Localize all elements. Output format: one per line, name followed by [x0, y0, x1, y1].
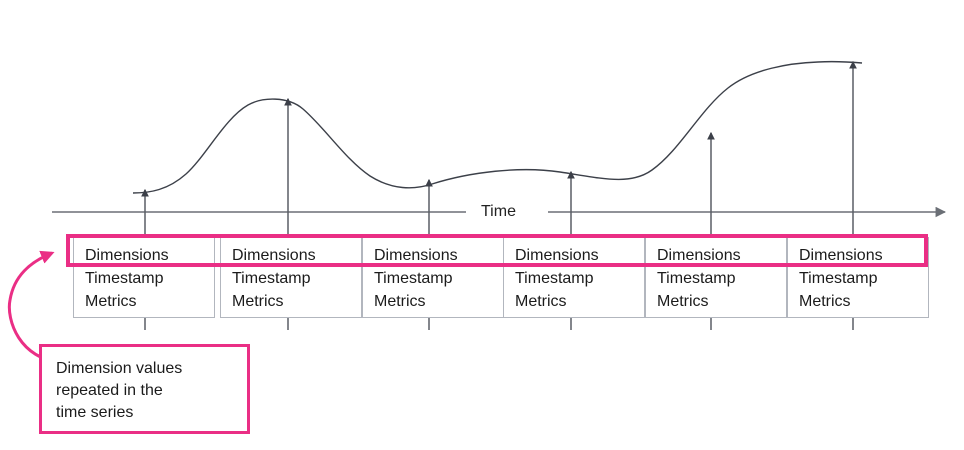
data-point-dimensions-label: Dimensions [232, 247, 316, 264]
data-point-metrics-label: Metrics [85, 293, 137, 310]
data-point-dimensions-label: Dimensions [515, 247, 599, 264]
callout-text: Dimension values repeated in the time se… [56, 360, 183, 421]
data-point-box[interactable]: Dimensions Timestamp Metrics [73, 237, 215, 318]
data-point-metrics-label: Metrics [515, 293, 567, 310]
time-series-curve [132, 60, 863, 194]
data-point-timestamp-label: Timestamp [799, 270, 878, 287]
data-point-timestamp-label: Timestamp [85, 270, 164, 287]
data-point-box[interactable]: Dimensions Timestamp Metrics [645, 237, 787, 318]
data-point-box[interactable]: Dimensions Timestamp Metrics [787, 237, 929, 318]
data-point-dimensions-label: Dimensions [374, 247, 458, 264]
data-point-timestamp-label: Timestamp [657, 270, 736, 287]
data-point-dimensions-label: Dimensions [85, 247, 169, 264]
callout-connector-arrow [7, 250, 63, 364]
data-point-timestamp-label: Timestamp [515, 270, 594, 287]
data-point-dimensions-label: Dimensions [657, 247, 741, 264]
data-point-dimensions-label: Dimensions [799, 247, 883, 264]
data-point-timestamp-label: Timestamp [232, 270, 311, 287]
data-point-timestamp-label: Timestamp [374, 270, 453, 287]
data-point-metrics-label: Metrics [799, 293, 851, 310]
data-point-metrics-label: Metrics [232, 293, 284, 310]
data-point-metrics-label: Metrics [657, 293, 709, 310]
time-axis-label: Time [472, 204, 525, 220]
data-point-box[interactable]: Dimensions Timestamp Metrics [362, 237, 504, 318]
data-point-metrics-label: Metrics [374, 293, 426, 310]
data-point-box[interactable]: Dimensions Timestamp Metrics [503, 237, 645, 318]
callout-box: Dimension values repeated in the time se… [39, 344, 250, 434]
data-point-box[interactable]: Dimensions Timestamp Metrics [220, 237, 362, 318]
